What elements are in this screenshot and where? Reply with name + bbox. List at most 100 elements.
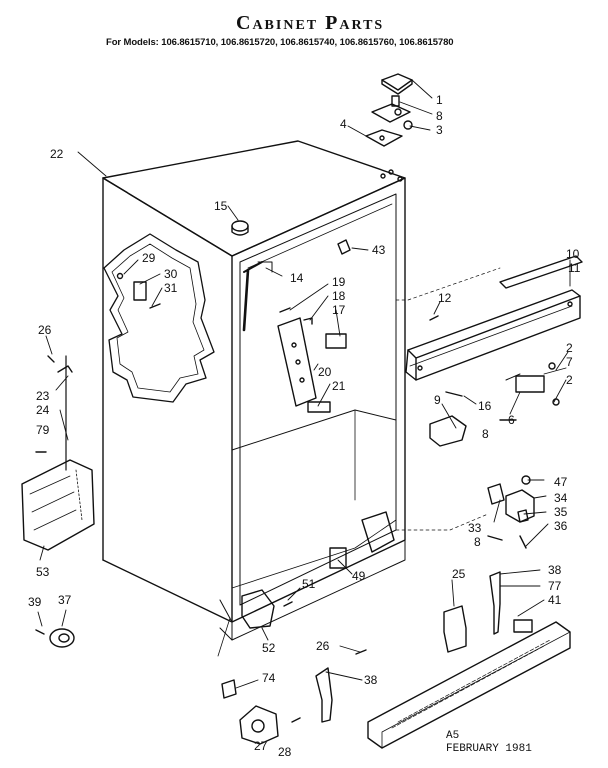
- callout-12: 12: [438, 291, 452, 305]
- roller-27: [239, 705, 279, 745]
- screw-51: [283, 601, 293, 607]
- bracket-38: [489, 571, 501, 635]
- kickplate-grille: [367, 621, 571, 749]
- screw-36: [519, 535, 527, 549]
- callout-20: 20: [318, 365, 332, 379]
- callout-26-bottom: 26: [316, 639, 330, 653]
- screw-28: [291, 717, 301, 723]
- callout-30: 30: [164, 267, 178, 281]
- pad-21: [307, 401, 331, 413]
- callout-11: 11: [568, 261, 581, 275]
- callout-22: 22: [50, 147, 64, 161]
- callout-74: 74: [262, 671, 276, 685]
- screw-12: [429, 315, 439, 321]
- callout-29: 29: [142, 251, 156, 265]
- screw-29: [116, 272, 124, 280]
- callout-16: 16: [478, 399, 492, 413]
- callout-49: 49: [352, 569, 366, 583]
- cabinet-shell: [102, 140, 406, 641]
- callout-43: 43: [372, 243, 386, 257]
- callout-21: 21: [332, 379, 346, 393]
- callout-38-bottom: 38: [364, 673, 378, 687]
- wire-14: [243, 261, 263, 273]
- screw-8-lower: [487, 535, 503, 541]
- screw-39: [35, 629, 45, 635]
- callout-2-bottom: 2: [566, 373, 573, 387]
- models-list: For Models: 106.8615710, 106.8615720, 10…: [106, 37, 454, 48]
- callout-39: 39: [28, 595, 42, 609]
- callout-35: 35: [554, 505, 568, 519]
- callout-15: 15: [214, 199, 228, 213]
- clip-25: [443, 605, 467, 653]
- callout-18: 18: [332, 289, 346, 303]
- callout-26-left: 26: [38, 323, 52, 337]
- screw-26-bottom: [355, 649, 367, 655]
- callout-37: 37: [58, 593, 72, 607]
- callout-19: 19: [332, 275, 346, 289]
- plug-button-side: [231, 225, 249, 236]
- bracket-38-lower: [315, 667, 333, 723]
- callout-2-top: 2: [566, 341, 573, 355]
- callout-77: 77: [548, 579, 562, 593]
- callout-3: 3: [436, 123, 443, 137]
- condenser-grille-53: [21, 459, 95, 551]
- hinge-block-6: [515, 375, 545, 393]
- callout-1: 1: [436, 93, 443, 107]
- callout-53: 53: [36, 565, 50, 579]
- washer-2: [548, 362, 556, 370]
- callout-33: 33: [468, 521, 482, 535]
- page-title: Cabinet Parts: [236, 12, 385, 34]
- callout-6: 6: [508, 413, 515, 427]
- housing-52: [241, 589, 275, 629]
- callout-47: 47: [554, 475, 568, 489]
- callout-8: 8: [436, 109, 443, 123]
- callout-25: 25: [452, 567, 466, 581]
- callout-4: 4: [340, 117, 347, 131]
- callout-28: 28: [278, 745, 292, 759]
- top-hinge-cap: [381, 73, 413, 95]
- revision-date: FEBRUARY 1981: [446, 743, 532, 755]
- screw-26-left: [47, 355, 55, 363]
- callout-51: 51: [302, 577, 316, 591]
- callout-34: 34: [554, 491, 568, 505]
- bushing-35: [517, 509, 529, 523]
- roller-37: [49, 628, 75, 648]
- door-rail: [405, 289, 581, 381]
- rail-top-11: [499, 255, 583, 289]
- plug-button: [231, 220, 249, 232]
- screw-19: [279, 307, 291, 313]
- callout-17: 17: [332, 303, 346, 317]
- callout-38-right: 38: [548, 563, 562, 577]
- clip-43: [337, 239, 351, 255]
- corner-49: [361, 511, 395, 553]
- top-hinge-bracket: [365, 129, 403, 147]
- latch-30: [133, 281, 147, 301]
- revision-code: A5: [446, 730, 460, 742]
- callout-23: 23: [36, 389, 50, 403]
- dashed-lead-rail: [395, 267, 501, 301]
- callout-10: 10: [566, 247, 580, 261]
- callout-leaders: [37, 79, 571, 689]
- hinge-34: [505, 489, 535, 523]
- cover-49: [329, 547, 347, 569]
- callout-7: 7: [566, 355, 573, 369]
- cutaway-outline: [103, 233, 215, 403]
- callout-8-lower: 8: [474, 535, 481, 549]
- dashed-lead-hinge: [395, 513, 489, 531]
- switch-17: [325, 333, 347, 349]
- block-74: [221, 679, 237, 699]
- cutaway-inner: [111, 243, 205, 393]
- callout-27: 27: [254, 739, 268, 753]
- callout-52: 52: [262, 641, 276, 655]
- clip-23: [57, 365, 73, 373]
- callout-31: 31: [164, 281, 178, 295]
- callout-79: 79: [36, 423, 50, 437]
- screw-31: [149, 303, 161, 309]
- top-hinge-plate: [371, 103, 413, 130]
- callout-41: 41: [548, 593, 562, 607]
- bracket-20: [277, 317, 317, 407]
- callout-14: 14: [290, 271, 304, 285]
- hinge-9: [429, 415, 467, 447]
- callout-24: 24: [36, 403, 50, 417]
